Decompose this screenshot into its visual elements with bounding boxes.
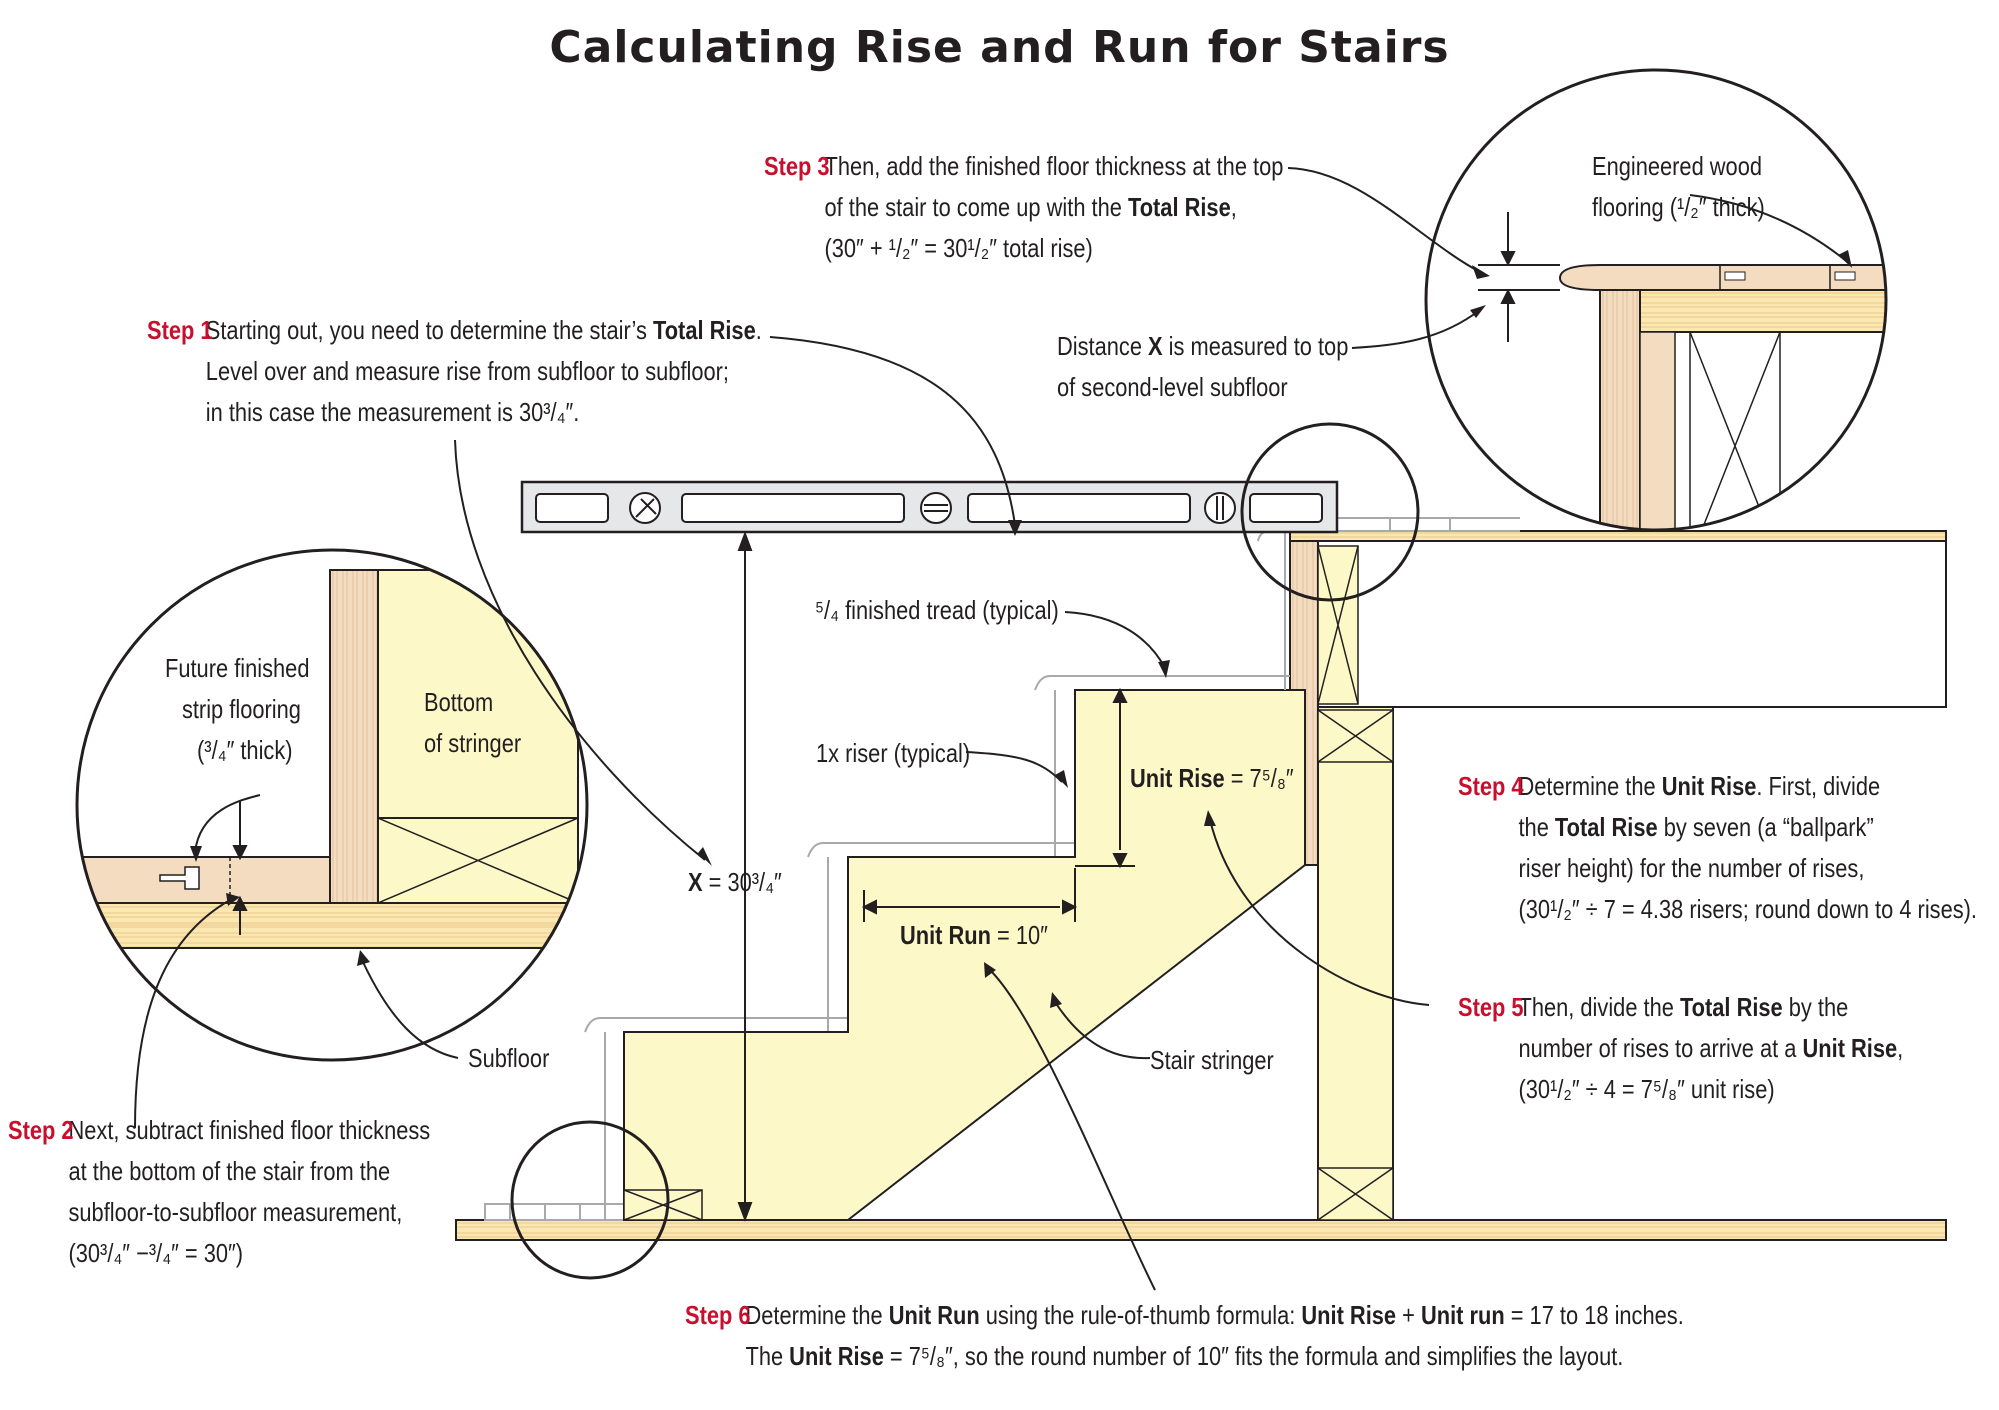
step2-line3: subfloor-to-subfloor measurement, [68,1197,403,1227]
step4-note: Step 4 Determine the Unit Rise. First, d… [1458,766,1977,930]
step5-total-rise: Total Rise [1679,992,1783,1022]
step2-line4: (30³/₄″ −³/₄″ = 30″) [68,1238,244,1268]
step6-line2-end: = 7⁵/₈″, so the round number of 10″ fits… [883,1341,1624,1371]
detail-circle-bottom [510,1120,670,1280]
distance-x-text: Distance [1057,331,1149,361]
step1-note: Step 1 Starting out, you need to determi… [147,310,762,433]
step4-line1: Determine the [1518,771,1662,801]
level-tool [520,480,1339,534]
dimension-x-label: X = 30³/₄″ [688,862,782,903]
step6-range: = 17 to 18 inches. [1504,1300,1684,1330]
step4-line1-end: . First, divide [1756,771,1881,801]
step3-line1: Then, add the finished floor thickness a… [824,151,1284,181]
step6-line1: Determine the [745,1300,889,1330]
future-line3: (³/₄″ thick) [197,735,293,765]
dimension-x-line [737,531,753,1222]
step6-unit-run-2: Unit run [1420,1300,1505,1330]
step4-label: Step 4 [1458,771,1524,801]
unit-run-line [861,868,1078,922]
step2-line1: Next, subtract finished floor thickness [68,1115,431,1145]
bottom-line2: of stringer [424,728,522,758]
unit-run-label: Unit Run = 10″ [900,915,1048,956]
step3-comma: , [1230,192,1237,222]
step6-unit-run: Unit Run [888,1300,980,1330]
step4-line2: the [1518,812,1555,842]
distance-x-label: Distance X is measured to top of second-… [1057,326,1348,408]
future-line1: Future finished [165,653,310,683]
engineered-line2: flooring (¹/₂″ thick) [1592,192,1765,222]
step3-label: Step 3 [764,151,830,181]
step6-label: Step 6 [685,1300,751,1330]
unit-run-text: Unit Run [900,920,991,950]
step6-line2: The [745,1341,790,1371]
step5-comma: , [1897,1033,1904,1063]
distance-x-text-2: is measured to top [1162,331,1349,361]
step2-label: Step 2 [8,1115,74,1145]
risers-treads [584,531,1290,1220]
tread-label: ⁵/₄ finished tread (typical) [815,595,1059,625]
leader-lines [134,167,1846,1291]
unit-rise-label: Unit Rise = 7⁵/₈″ [1130,758,1294,799]
step4-line3: riser height) for the number of rises, [1518,853,1865,883]
step5-line2: number of rises to arrive at a [1518,1033,1803,1063]
step1-period: . [755,315,762,345]
distance-x-marker [1478,212,1560,342]
step5-line1: Then, divide the [1518,992,1680,1022]
unit-rise-value: = 7⁵/₈″ [1224,763,1294,793]
x-value: = 30³/₄″ [702,867,782,897]
step6-formula-intro: using the rule-of-thumb formula: [979,1300,1302,1330]
unit-rise-text: Unit Rise [1130,763,1225,793]
step2-note: Step 2 Next, subtract finished floor thi… [8,1110,430,1274]
distance-x-line2: of second-level subfloor [1057,372,1288,402]
unit-rise-line [1075,687,1135,869]
step3-line2: of the stair to come up with the [824,192,1128,222]
step1-line2: Level over and measure rise from subfloo… [205,356,730,386]
subfloor-label: Subfloor [468,1043,550,1073]
step1-label: Step 1 [147,315,213,345]
bottom-flooring [484,1203,626,1221]
step3-total-rise: Total Rise [1127,192,1231,222]
future-line2: strip flooring [181,694,301,724]
leader-arrowheads [190,250,1852,1008]
step5-label: Step 5 [1458,992,1524,1022]
x-var: X [688,867,703,897]
step6-unit-rise-2: Unit Rise [789,1341,884,1371]
unit-run-value: = 10″ [990,920,1048,950]
step1-line3: in this case the measurement is 30³/₄″. [205,397,580,427]
step3-note: Step 3 Then, add the finished floor thic… [764,146,1283,269]
step5-line1-end: by the [1782,992,1849,1022]
ground-subfloor [455,1219,1947,1241]
page-title: Calculating Rise and Run for Stairs [549,22,1450,73]
top-detail-zoom [1426,70,1886,530]
bottom-detail-zoom [77,550,587,1060]
detail-circle-top [1240,422,1420,602]
flooring-thickness-marker [232,800,248,935]
upper-floor-framing [1257,517,1947,1221]
step4-total-rise: Total Rise [1554,812,1658,842]
step3-line3: (30″ + ¹/₂″ = 30¹/₂″ total rise) [824,233,1093,263]
step6-plus: + [1396,1300,1421,1330]
distance-x-var: X [1148,331,1163,361]
step1-line1: Starting out, you need to determine the … [205,315,653,345]
engineered-line1: Engineered wood [1592,151,1763,181]
stair-stringer-label: Stair stringer [1150,1045,1274,1075]
step4-unit-rise: Unit Rise [1661,771,1757,801]
step5-note: Step 5 Then, divide the Total Rise by th… [1458,987,1903,1110]
step5-unit-rise: Unit Rise [1802,1033,1898,1063]
bottom-line1: Bottom [424,687,494,717]
engineered-flooring-label: Engineered wood flooring (¹/₂″ thick) [1592,146,1765,228]
step4-line2-end: by seven (a “ballpark” [1657,812,1874,842]
step5-line3: (30¹/₂″ ÷ 4 = 7⁵/₈″ unit rise) [1518,1074,1775,1104]
future-flooring-label: Future finished strip flooring (³/₄″ thi… [165,648,309,771]
step1-total-rise: Total Rise [652,315,756,345]
step6-note: Step 6 Determine the Unit Run using the … [685,1295,1684,1377]
riser-label: 1x riser (typical) [816,738,971,768]
step2-line2: at the bottom of the stair from the [68,1156,391,1186]
step6-unit-rise: Unit Rise [1301,1300,1397,1330]
bottom-stringer-label: Bottom of stringer [424,682,521,764]
step4-line4: (30¹/₂″ ÷ 7 = 4.38 risers; round down to… [1518,894,1978,924]
